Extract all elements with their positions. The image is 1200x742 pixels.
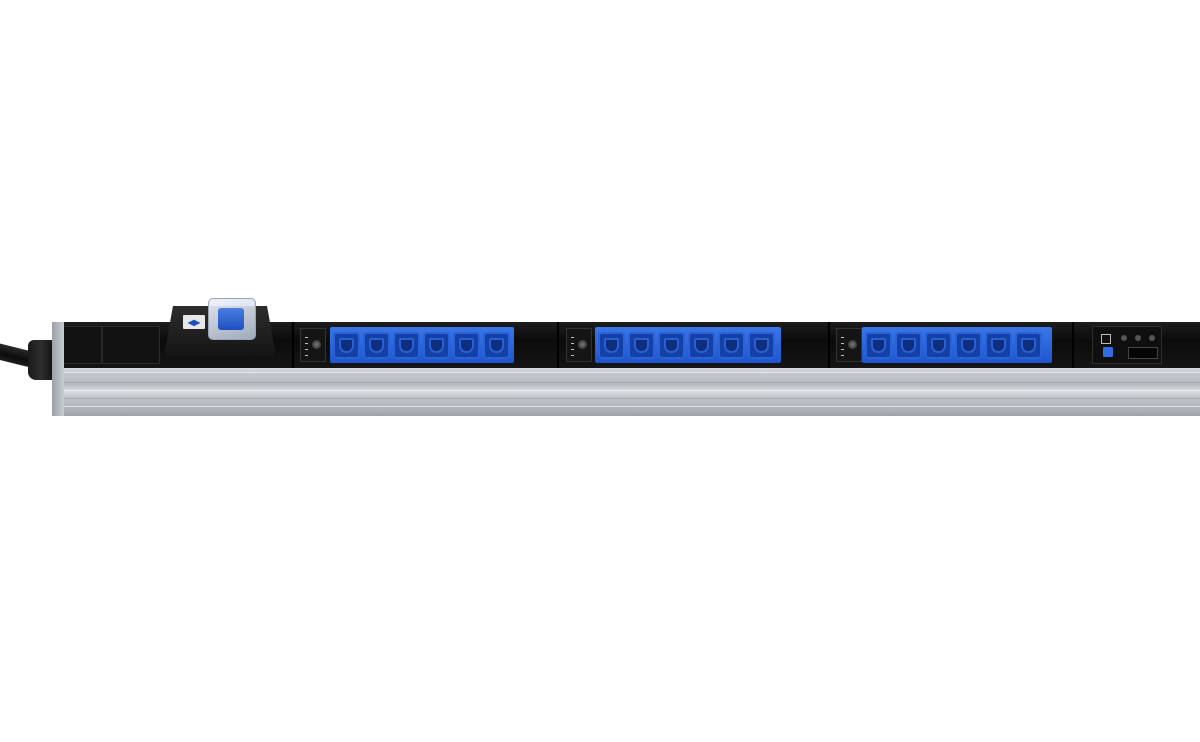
c13-outlet: [748, 331, 775, 359]
socket-icon: [399, 337, 414, 353]
c13-outlet: [333, 331, 360, 359]
outlet-bank-2: [595, 327, 781, 363]
c13-outlet: [925, 331, 952, 359]
c13-outlet: [483, 331, 510, 359]
c13-outlet: [453, 331, 480, 359]
knob-icon: [312, 340, 321, 349]
knob-icon: [848, 340, 857, 349]
c13-outlet: [865, 331, 892, 359]
socket-icon: [754, 337, 769, 353]
status-led-icon: [1103, 347, 1113, 357]
socket-icon: [429, 337, 444, 353]
socket-icon: [931, 337, 946, 353]
socket-icon: [961, 337, 976, 353]
pdu-body: ◀▶: [52, 298, 1200, 417]
c13-outlet: [985, 331, 1012, 359]
c13-outlet: [1015, 331, 1042, 359]
c13-outlet: [658, 331, 685, 359]
breaker-switch: [218, 308, 244, 330]
button-icon: [1121, 335, 1127, 341]
c13-outlet: [718, 331, 745, 359]
bank-1-module: [300, 328, 326, 362]
network-port-icon: [1101, 334, 1111, 344]
socket-icon: [664, 337, 679, 353]
socket-icon: [1021, 337, 1036, 353]
button-icon: [1149, 335, 1155, 341]
c13-outlet: [688, 331, 715, 359]
seam: [828, 322, 830, 368]
socket-icon: [724, 337, 739, 353]
socket-icon: [489, 337, 504, 353]
c13-outlet: [363, 331, 390, 359]
button-icon: [1135, 335, 1141, 341]
outlet-bank-3: [862, 327, 1052, 363]
socket-icon: [901, 337, 916, 353]
c13-outlet: [598, 331, 625, 359]
socket-icon: [604, 337, 619, 353]
inlet-cover: [102, 326, 160, 364]
socket-icon: [339, 337, 354, 353]
socket-icon: [369, 337, 384, 353]
end-cap: [52, 322, 64, 416]
outlet-bank-1: [330, 327, 514, 363]
socket-icon: [991, 337, 1006, 353]
play-icon: ◀▶: [183, 315, 205, 329]
bank-3-module: [836, 328, 862, 362]
socket-icon: [634, 337, 649, 353]
bank-2-module: [566, 328, 592, 362]
c13-outlet: [423, 331, 450, 359]
socket-icon: [871, 337, 886, 353]
c13-outlet: [628, 331, 655, 359]
aluminum-profile: [52, 368, 1200, 416]
seam: [292, 322, 294, 368]
c13-outlet: [955, 331, 982, 359]
socket-icon: [459, 337, 474, 353]
socket-icon: [694, 337, 709, 353]
lcd-display: [1128, 347, 1158, 359]
seam: [1072, 322, 1074, 368]
pdu-top-face: [52, 322, 1200, 368]
seam: [557, 322, 559, 368]
c13-outlet: [393, 331, 420, 359]
control-panel: [1092, 326, 1162, 364]
c13-outlet: [895, 331, 922, 359]
cable-strain-relief: [28, 340, 54, 380]
knob-icon: [578, 340, 587, 349]
